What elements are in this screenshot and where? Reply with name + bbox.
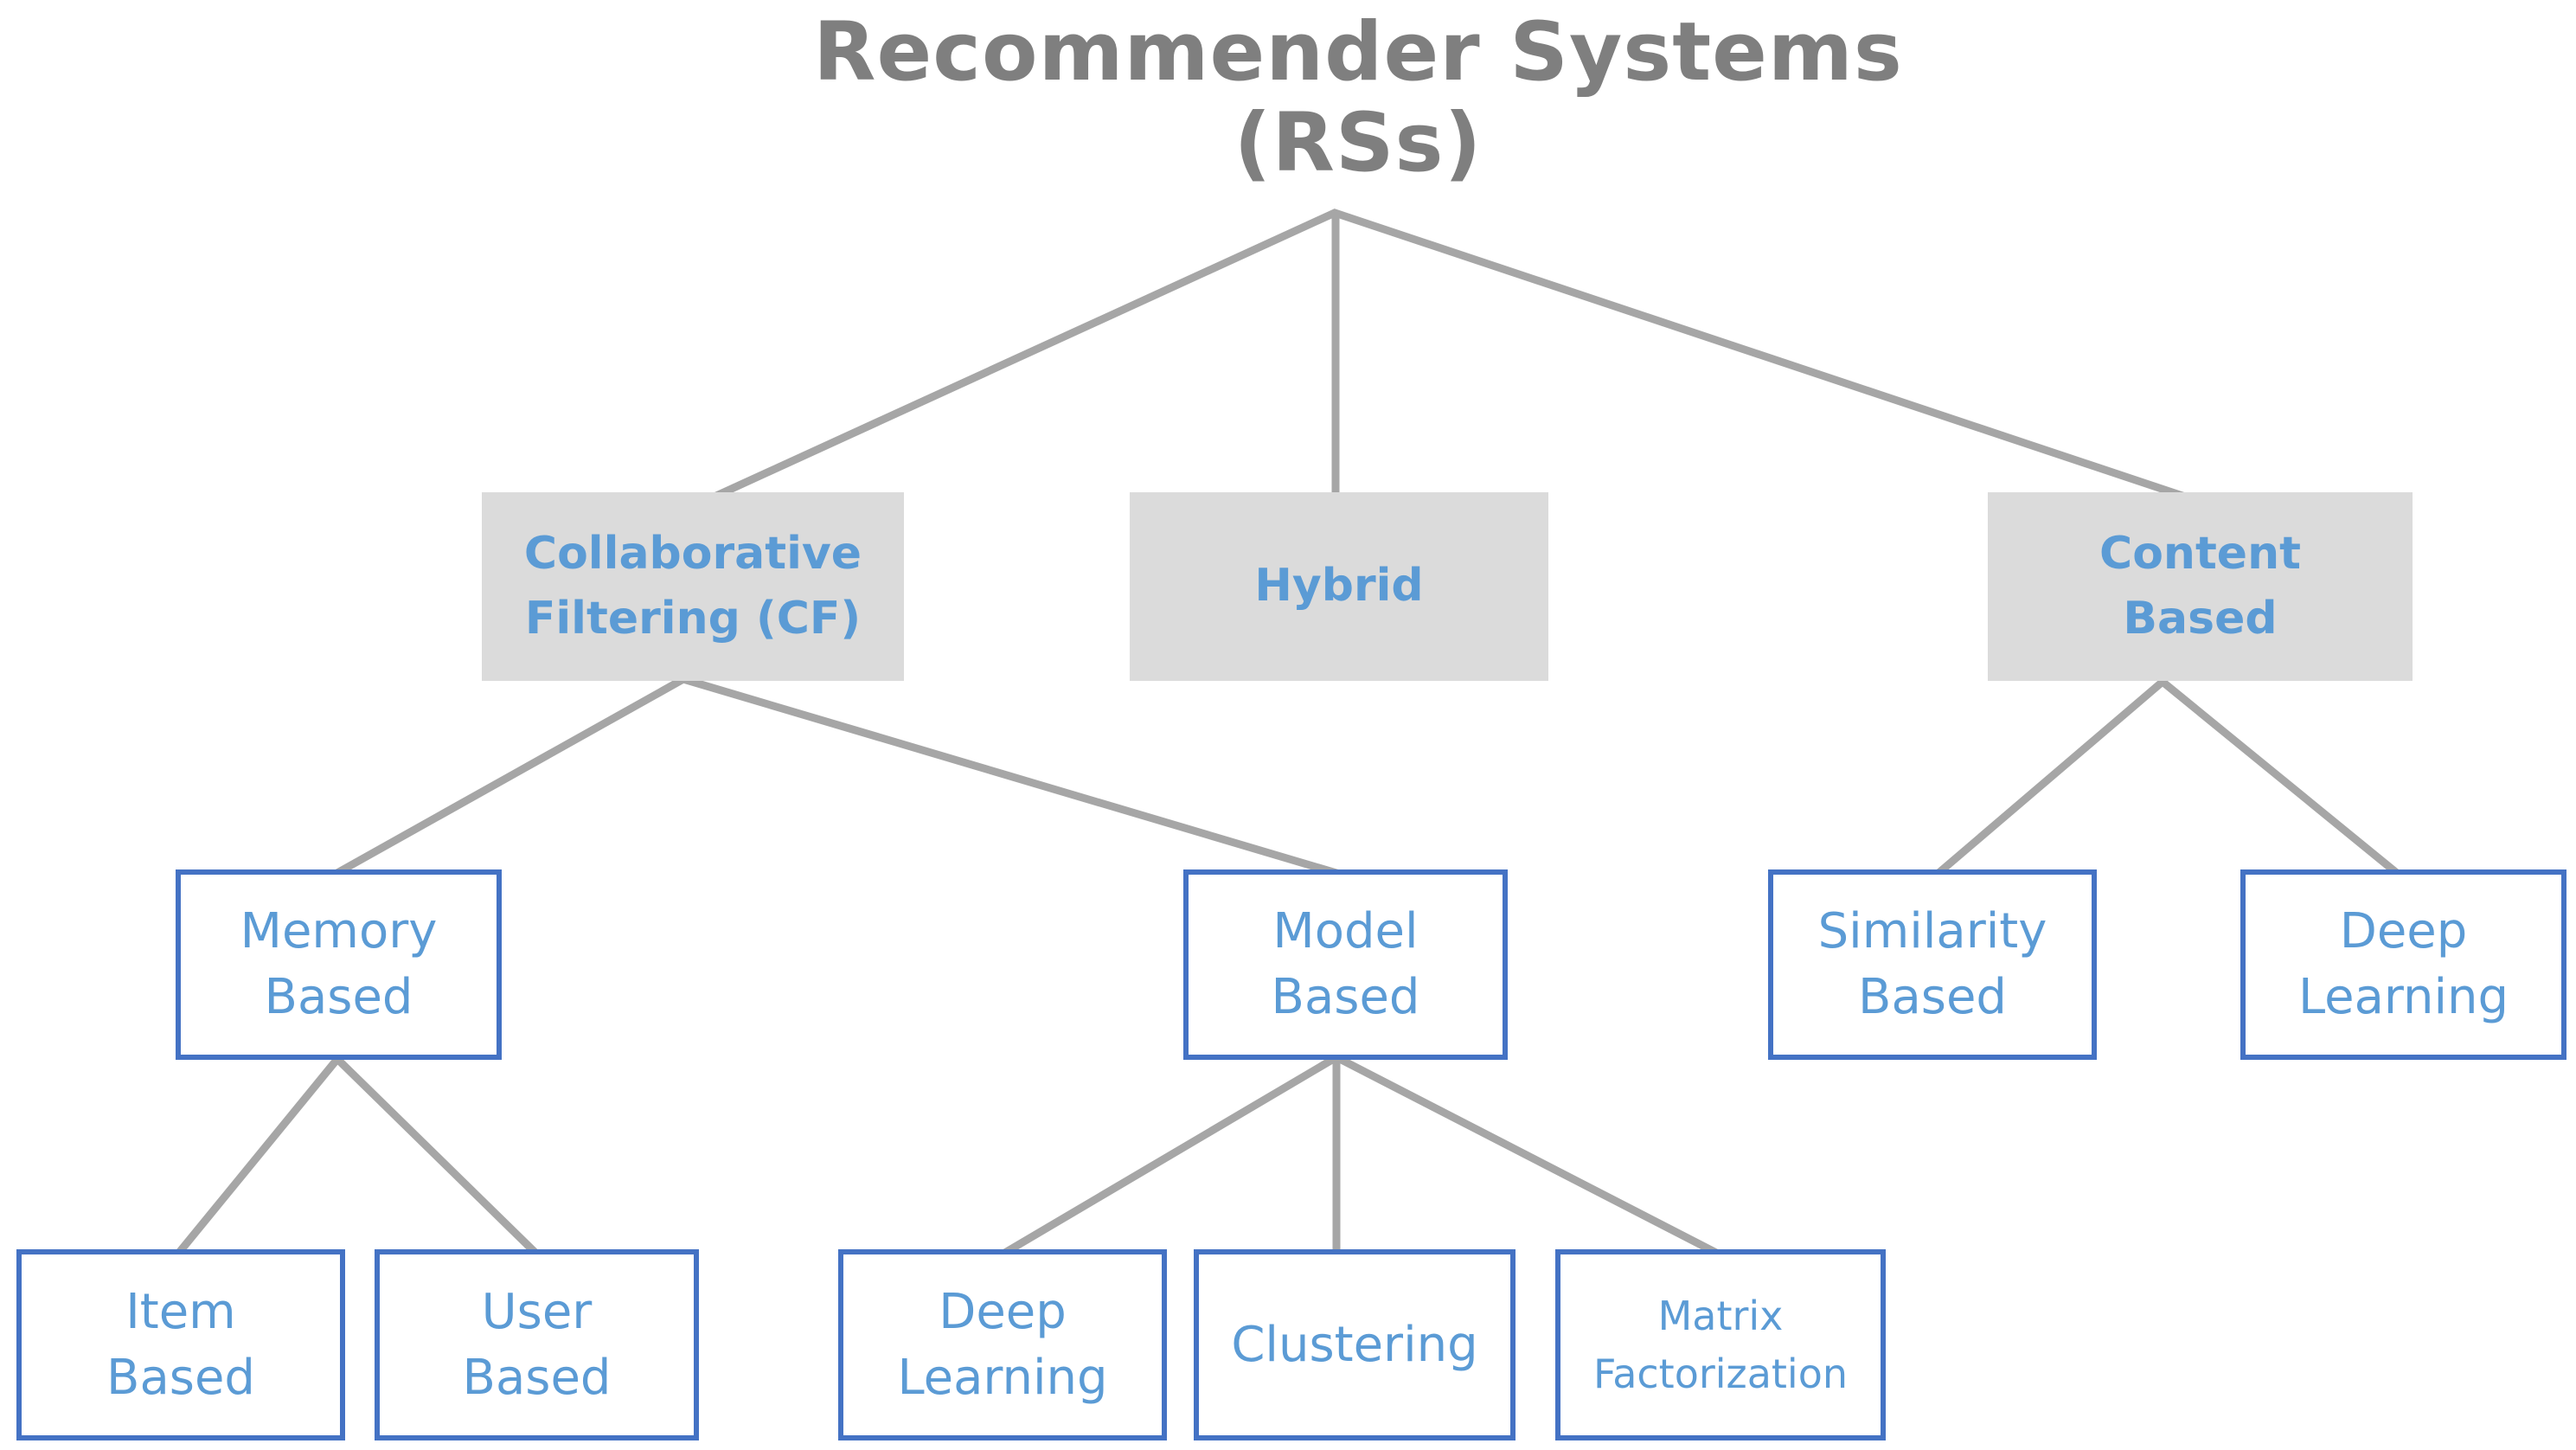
node-clustering: Clustering — [1194, 1249, 1515, 1440]
edges-model-to-deep-learning-and-matrix — [1001, 1052, 1721, 1258]
node-model-based: Model Based — [1183, 869, 1508, 1060]
node-matrix-factorization: Matrix Factorization — [1555, 1249, 1886, 1440]
node-content-based: Content Based — [1988, 492, 2413, 681]
edges-memory-to-item-and-user — [175, 1053, 540, 1257]
edges-cf-to-memory-and-model — [333, 675, 1341, 878]
node-deep-learning-content-based: Deep Learning — [2240, 869, 2566, 1060]
node-memory-based: Memory Based — [176, 869, 502, 1060]
node-deep-learning-model-based: Deep Learning — [838, 1249, 1167, 1440]
edges-content-based-to-similarity-and-deep-learning — [1935, 677, 2400, 877]
node-item-based: Item Based — [16, 1249, 345, 1440]
node-similarity-based: Similarity Based — [1768, 869, 2097, 1060]
node-user-based: User Based — [375, 1249, 699, 1440]
node-hybrid: Hybrid — [1130, 492, 1548, 681]
diagram-title: Recommender Systems (RSs) — [813, 5, 1903, 191]
edges-root-to-cf-and-content-based — [713, 209, 2187, 501]
node-collaborative-filtering: Collaborative Filtering (CF) — [482, 492, 904, 681]
